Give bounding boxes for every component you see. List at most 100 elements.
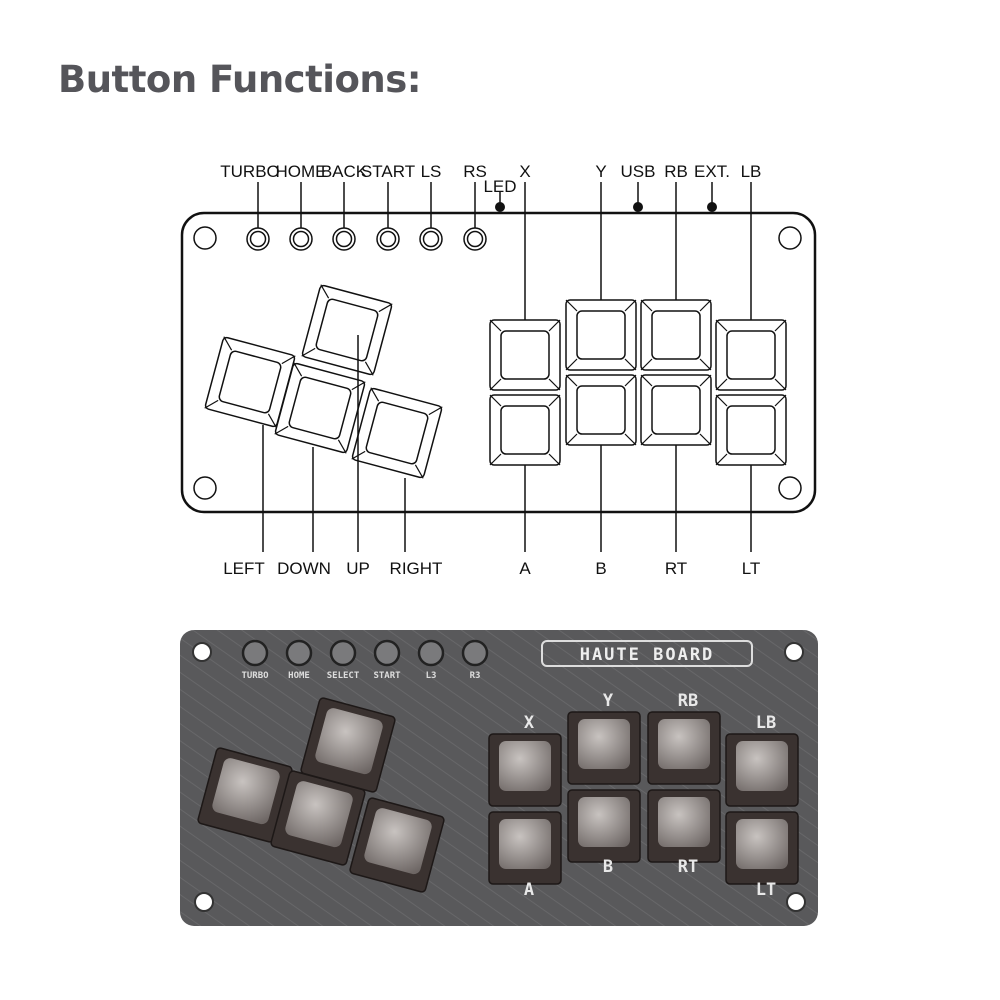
aux-button-photo — [417, 639, 445, 667]
photo-label-rb: RB — [678, 691, 698, 711]
key-cap — [658, 719, 710, 769]
key-x — [489, 319, 561, 391]
key-edge — [774, 378, 787, 391]
photo-label-3: START — [373, 671, 401, 681]
key-top — [288, 376, 352, 440]
key-edge — [624, 299, 637, 312]
key-edge — [281, 355, 296, 365]
photo-key-1 — [270, 770, 366, 866]
mount-hole — [193, 476, 217, 500]
aux-button-inner — [379, 230, 397, 248]
photo-label-2: SELECT — [327, 671, 360, 681]
label-rt: RT — [665, 559, 687, 578]
aux-button-photo — [241, 639, 269, 667]
label-4: LS — [421, 162, 442, 181]
key-cap — [578, 719, 630, 769]
label-down: DOWN — [277, 559, 331, 578]
key-edge — [774, 453, 787, 466]
usb-port — [633, 202, 643, 212]
key-left — [204, 336, 296, 428]
key-down — [274, 362, 366, 454]
mount-hole — [194, 892, 214, 912]
key-cap — [315, 708, 383, 775]
mount-hole — [192, 642, 212, 662]
key-edge — [267, 413, 277, 428]
photo-key-y — [567, 711, 641, 785]
label-x: X — [519, 162, 530, 181]
key-edge — [624, 433, 637, 446]
key-edge — [565, 358, 578, 371]
mount-hole — [786, 892, 806, 912]
key-lt — [715, 394, 787, 466]
photo-label-y: Y — [603, 691, 614, 711]
label-left: LEFT — [223, 559, 265, 578]
key-edge — [699, 433, 712, 446]
key-edge — [699, 374, 712, 387]
key-edge — [565, 433, 578, 446]
label-5: RS — [463, 162, 487, 181]
photo-key-0 — [197, 747, 293, 843]
led-port — [495, 202, 505, 212]
key-edge — [204, 399, 219, 409]
mount-hole — [193, 226, 217, 250]
key-edge — [624, 358, 637, 371]
label-1: HOME — [276, 162, 327, 181]
label-a: A — [519, 559, 531, 578]
label-y: Y — [595, 162, 606, 181]
key-edge — [699, 299, 712, 312]
key-edge — [548, 319, 561, 332]
photo-label-rt: RT — [678, 857, 698, 877]
aux-button-inner — [335, 230, 353, 248]
key-top — [576, 310, 626, 360]
key-edge — [223, 336, 233, 351]
photo-label-1: HOME — [288, 671, 310, 681]
key-rt — [640, 374, 712, 446]
key-edge — [640, 433, 653, 446]
key-edge — [565, 374, 578, 387]
key-edge — [489, 319, 502, 332]
key-edge — [774, 319, 787, 332]
aux-button-photo — [285, 639, 313, 667]
key-cap — [736, 741, 788, 791]
key-edge — [699, 358, 712, 371]
key-top — [218, 350, 282, 414]
key-edge — [293, 362, 303, 377]
key-edge — [378, 303, 393, 313]
key-edge — [715, 319, 728, 332]
key-cap — [658, 797, 710, 847]
photo-key-b — [567, 789, 641, 863]
key-top — [365, 401, 429, 465]
key-top — [500, 405, 550, 455]
key-top — [651, 385, 701, 435]
key-top — [726, 405, 776, 455]
ext-label: EXT. — [694, 162, 730, 181]
key-a — [489, 394, 561, 466]
key-edge — [320, 284, 330, 299]
aux-button-photo — [373, 639, 401, 667]
key-edge — [301, 347, 316, 357]
ext-port — [707, 202, 717, 212]
key-cap — [364, 808, 432, 875]
aux-button-inner — [292, 230, 310, 248]
label-lt: LT — [742, 559, 761, 578]
label-rb: RB — [664, 162, 688, 181]
key-edge — [337, 439, 347, 454]
photo-key-2 — [300, 697, 396, 793]
photo-label-5: R3 — [470, 671, 481, 681]
photo-key-x — [488, 733, 562, 807]
key-edge — [489, 378, 502, 391]
key-edge — [640, 374, 653, 387]
key-edge — [548, 453, 561, 466]
key-edge — [428, 406, 443, 416]
key-top — [576, 385, 626, 435]
photo-key-a — [488, 811, 562, 885]
key-edge — [489, 394, 502, 407]
usb-label: USB — [621, 162, 656, 181]
key-edge — [548, 378, 561, 391]
brand-badge — [541, 640, 753, 667]
key-edge — [624, 374, 637, 387]
key-edge — [274, 425, 289, 435]
label-0: TURBO — [220, 162, 280, 181]
key-edge — [364, 361, 374, 376]
